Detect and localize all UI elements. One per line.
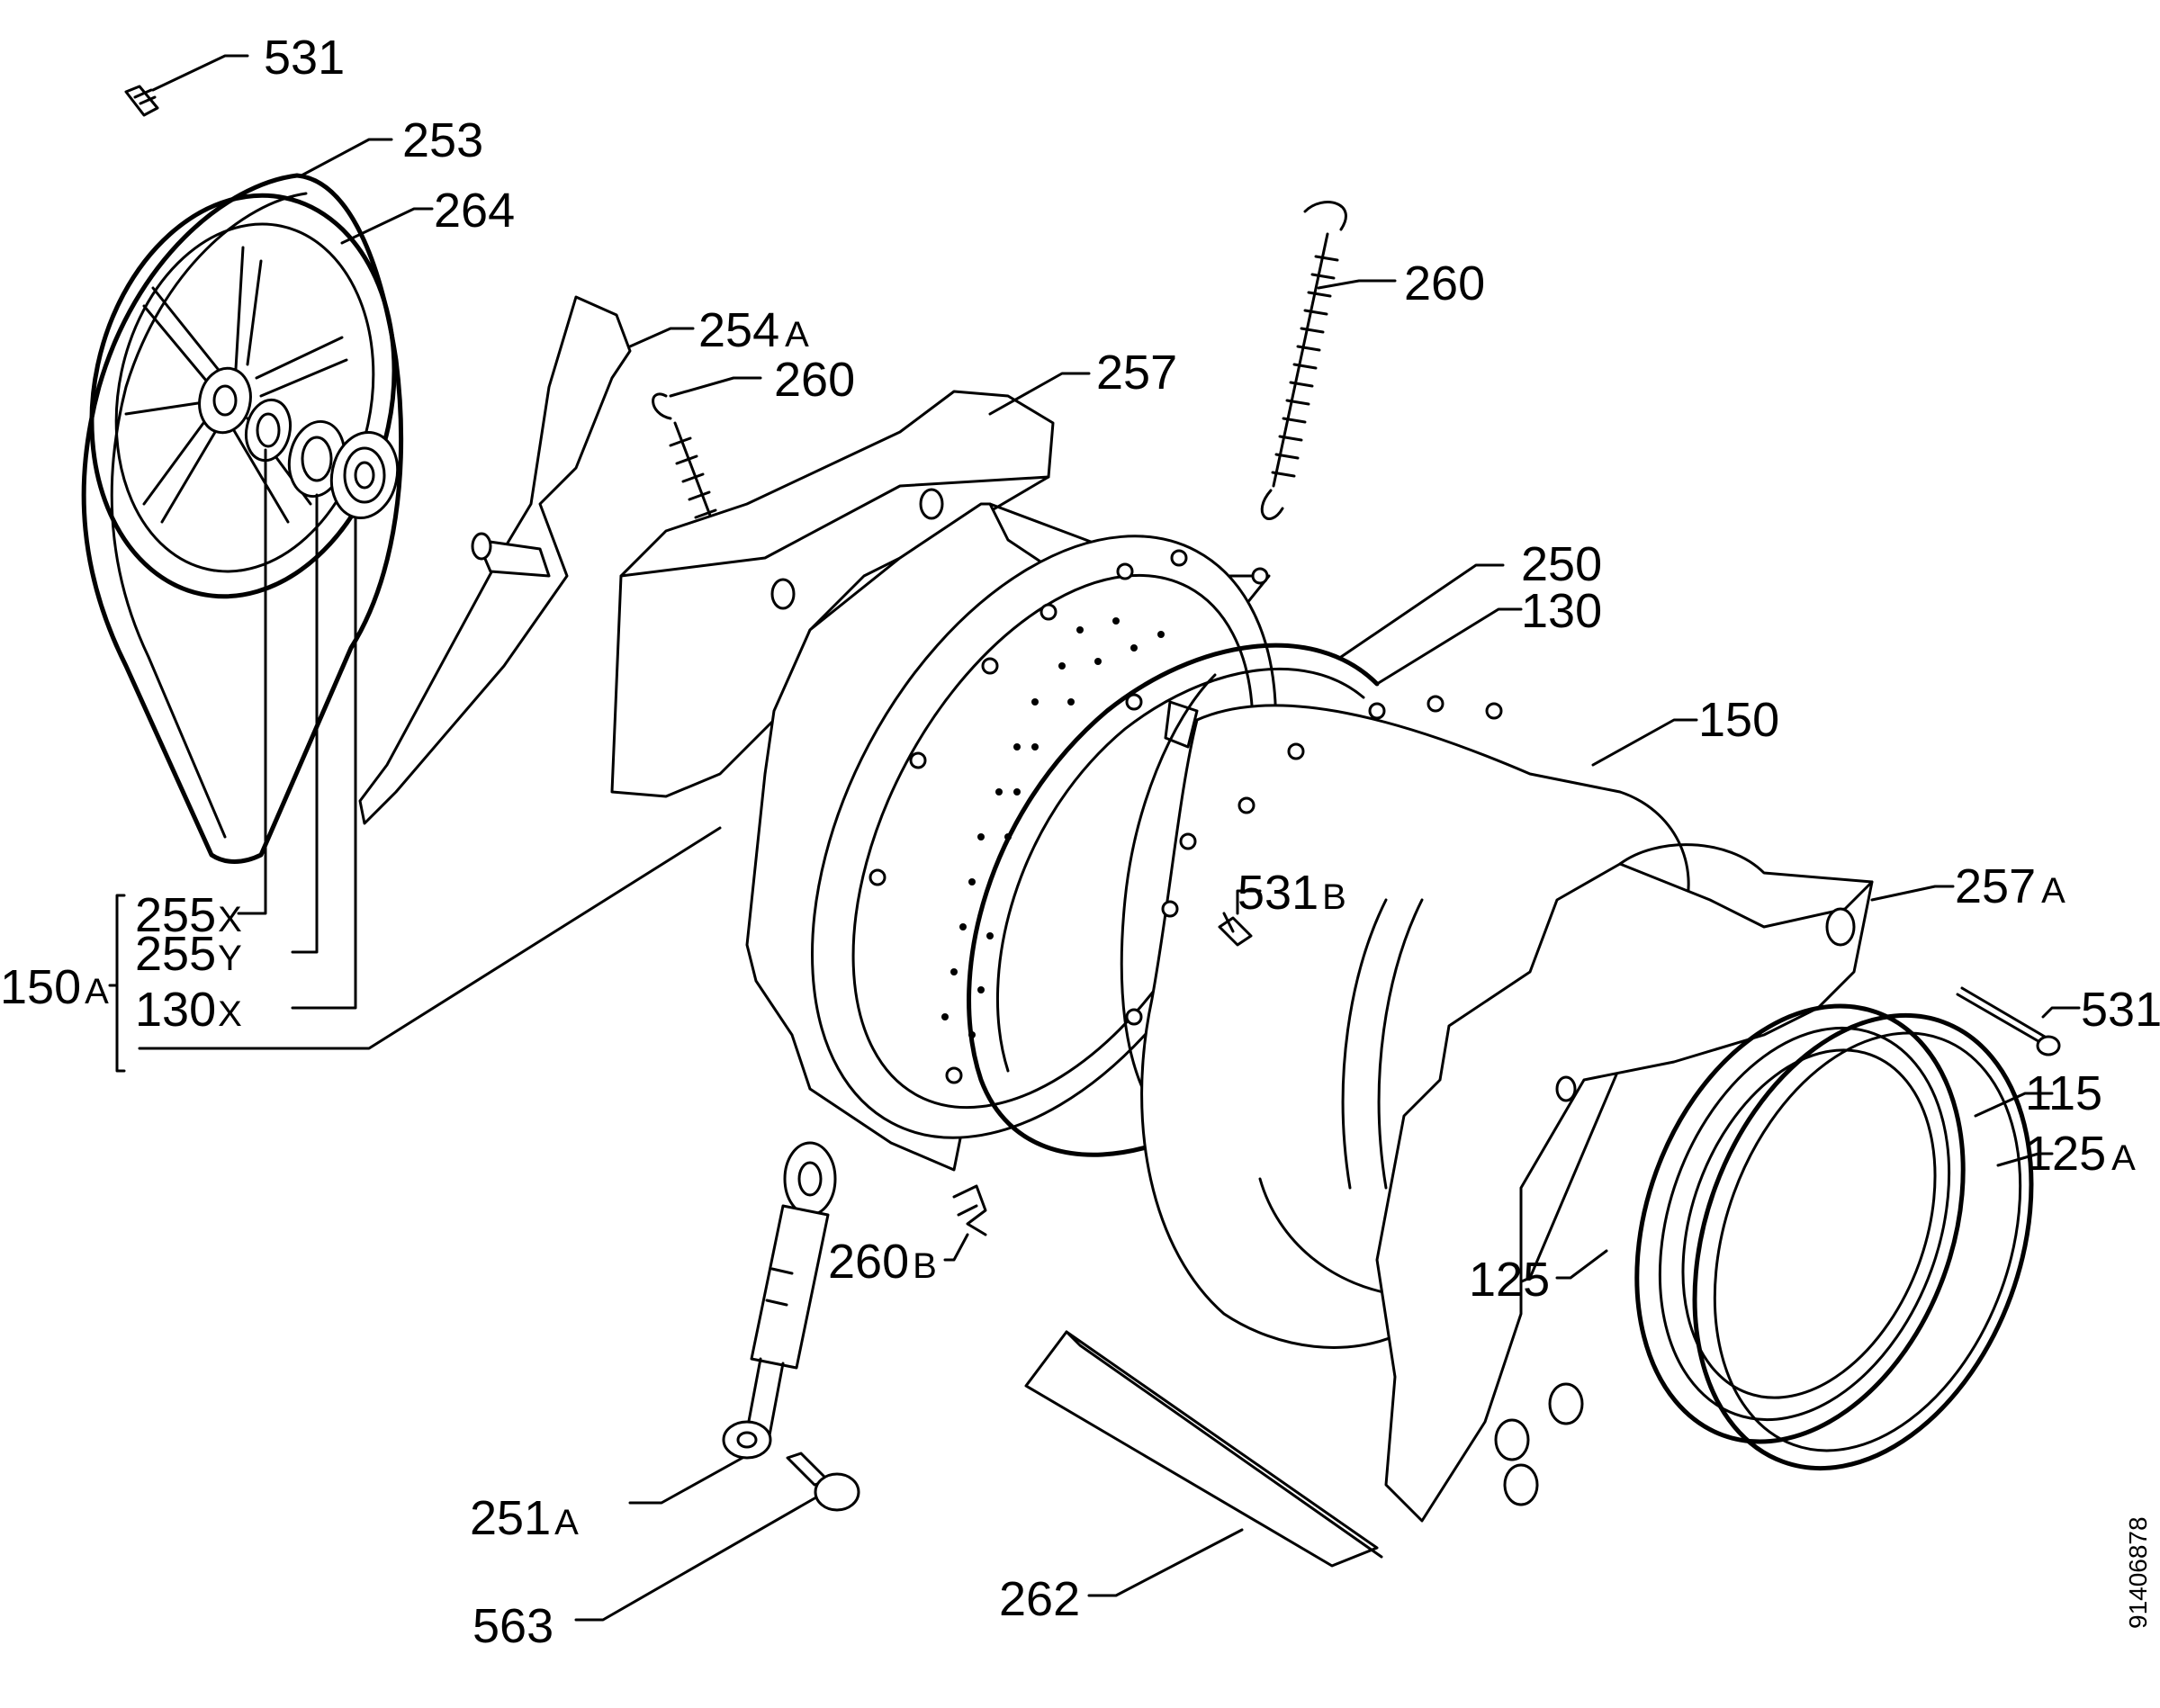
rear-counterweight xyxy=(610,390,1055,798)
label-262: 262 xyxy=(999,1572,1080,1626)
seal-clamp-ring xyxy=(1692,1012,2034,1471)
bearing-set xyxy=(244,398,400,520)
screw-531 xyxy=(124,85,159,117)
leader-lines xyxy=(108,54,2081,1622)
door-seal xyxy=(1634,1003,1966,1444)
label-150: 150 xyxy=(1698,693,1779,747)
label-531: 531 xyxy=(264,31,345,85)
shock-absorber xyxy=(722,1141,837,1460)
spring-clip-260b xyxy=(952,1184,987,1236)
label-264: 264 xyxy=(434,184,515,238)
bolt-563 xyxy=(786,1452,860,1512)
label-253: 253 xyxy=(402,113,483,167)
drum-pulley xyxy=(89,193,397,599)
label-531d: 531D xyxy=(2081,983,2160,1037)
label-255y: 255Y xyxy=(135,927,242,981)
front-tub-rivets xyxy=(1125,695,1503,1026)
screw-531b xyxy=(1218,912,1253,947)
label-257: 257 xyxy=(1096,346,1177,400)
label-250: 250 xyxy=(1521,537,1602,591)
screw-531d xyxy=(1956,986,2061,1056)
drum-rivets xyxy=(868,549,1269,1084)
suspension-spring-right xyxy=(1260,201,1347,520)
document-number: 91406878 xyxy=(2124,1516,2152,1629)
weight-strip-262 xyxy=(1024,1330,1383,1568)
label-260-left: 260 xyxy=(774,353,855,407)
label-130x: 130X xyxy=(135,983,242,1037)
label-125: 125 xyxy=(1469,1253,1550,1307)
tub-gasket-ring xyxy=(967,643,1380,1157)
label-563: 563 xyxy=(472,1599,554,1653)
drum-spider-shaft xyxy=(358,295,632,825)
label-260-right: 260 xyxy=(1404,256,1485,310)
label-130: 130 xyxy=(1521,584,1602,638)
front-counterweight xyxy=(1375,843,1874,1523)
label-255x: 255X xyxy=(135,888,242,942)
label-115: 115 xyxy=(2025,1066,2102,1120)
front-tub-half xyxy=(1140,704,1690,1349)
